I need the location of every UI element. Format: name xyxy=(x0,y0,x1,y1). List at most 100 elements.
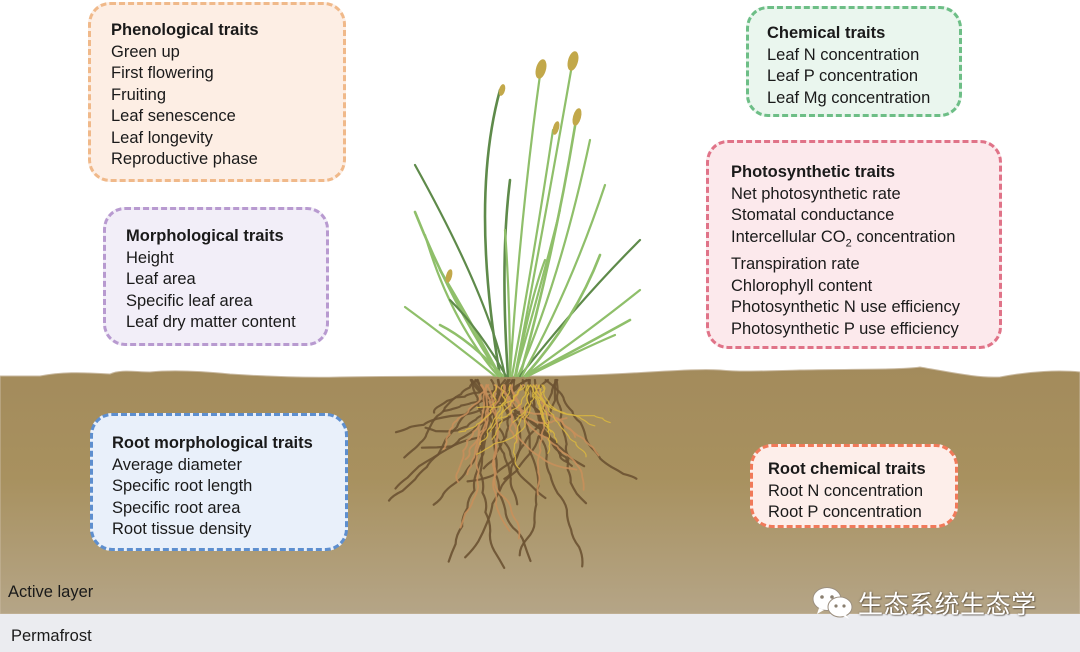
trait-item: Reproductive phase xyxy=(111,150,258,168)
grass-blade xyxy=(520,183,607,378)
trait-item: Average diameter xyxy=(112,455,242,474)
root-strand-light xyxy=(510,384,585,491)
permafrost-label: Permafrost xyxy=(11,627,92,645)
trait-item: Leaf N concentration xyxy=(767,45,920,64)
root-strand-light xyxy=(484,384,511,532)
root-hair xyxy=(533,384,596,427)
trait-item: Photosynthetic N use efficiency xyxy=(731,298,960,317)
watermark-text: 生态系统生态学 xyxy=(858,590,1037,619)
trait-item: Green up xyxy=(111,42,180,61)
root-morphological-traits-box: Root morphological traits Average diamet… xyxy=(90,413,348,551)
grass-blade xyxy=(413,163,507,378)
phenological-traits-box: Phenological traits Green up First flowe… xyxy=(88,2,346,182)
root-hair xyxy=(529,384,552,433)
grass-blade xyxy=(413,210,502,378)
active-layer-label: Active layer xyxy=(8,583,94,601)
root-hair xyxy=(458,384,498,433)
seed-head xyxy=(535,59,547,79)
seed-head xyxy=(567,51,579,71)
box-title: Phenological traits xyxy=(111,21,259,39)
trait-item: Specific leaf area xyxy=(126,291,253,310)
trait-item: Leaf P concentration xyxy=(767,67,919,85)
root-strand-light xyxy=(455,384,498,483)
trait-item: Specific root area xyxy=(112,498,241,517)
grass-blade xyxy=(503,228,512,378)
trait-item: Leaf area xyxy=(126,270,196,288)
root-hair xyxy=(534,384,587,458)
trait-item: Photosynthetic P use efficiency xyxy=(731,319,959,338)
seed-head xyxy=(445,269,453,283)
grass-blade xyxy=(516,138,592,378)
grass-blade xyxy=(508,73,542,378)
grass-blade xyxy=(523,253,602,378)
trait-item: Fruiting xyxy=(111,85,167,104)
plant-seed-heads xyxy=(445,51,582,283)
trait-item: Leaf dry matter content xyxy=(126,313,296,331)
trait-item: Net photosynthetic rate xyxy=(731,184,901,203)
seed-head xyxy=(572,108,582,126)
trait-item: Specific root length xyxy=(112,477,253,495)
box-title: Morphological traits xyxy=(126,227,284,245)
root-strand xyxy=(432,378,516,414)
root-hair xyxy=(476,384,531,455)
trait-item: Leaf longevity xyxy=(111,128,213,147)
root-hair xyxy=(476,384,526,409)
trait-item: Root P concentration xyxy=(768,503,922,521)
root-strand xyxy=(424,378,511,433)
root-strand-light xyxy=(486,384,521,540)
root-hair xyxy=(489,384,522,433)
root-strand-light xyxy=(502,384,578,471)
seed-head xyxy=(552,121,560,135)
grass-blade xyxy=(438,323,505,378)
trait-item: Root N concentration xyxy=(768,481,924,500)
box-title: Root chemical traits xyxy=(768,460,926,478)
root-strand xyxy=(544,378,638,480)
root-hair xyxy=(479,384,506,446)
photosynthetic-traits-box: Photosynthetic traits Net photosynthetic… xyxy=(706,140,1002,349)
seed-head xyxy=(498,84,506,96)
wechat-icon xyxy=(812,587,853,619)
grass-blade xyxy=(514,258,547,378)
grass-blade xyxy=(523,288,642,378)
box-title: Photosynthetic traits xyxy=(731,163,896,181)
root-hair xyxy=(537,384,549,433)
grass-blade xyxy=(503,178,512,378)
grass-blade xyxy=(524,318,632,378)
root-chemical-traits-box: Root chemical traits Root N concentratio… xyxy=(750,444,958,528)
root-strand xyxy=(442,378,530,413)
morphological-traits-box: Morphological traits Height Leaf area Sp… xyxy=(103,207,329,346)
trait-item-co2: Intercellular CO2 concentration xyxy=(731,227,999,255)
root-strand xyxy=(518,378,540,557)
grass-blade xyxy=(423,233,500,378)
root-strand xyxy=(532,378,584,568)
grass-blade xyxy=(518,118,578,378)
chemical-traits-box: Chemical traits Leaf N concentration Lea… xyxy=(746,6,962,117)
grass-blade xyxy=(403,305,497,378)
grass-blade xyxy=(448,298,508,378)
root-strand xyxy=(555,378,588,505)
root-strand-light xyxy=(442,384,490,451)
trait-item: Chlorophyll content xyxy=(731,276,873,295)
trait-item: Transpiration rate xyxy=(731,255,860,274)
root-strand-light xyxy=(459,384,490,529)
root-hair xyxy=(491,384,511,440)
root-strand-light xyxy=(466,384,486,476)
root-strand-light xyxy=(464,384,506,461)
permafrost-layer xyxy=(0,614,1080,652)
trait-item: Height xyxy=(126,248,174,267)
trait-item: Stomatal conductance xyxy=(731,206,895,224)
box-title: Chemical traits xyxy=(767,24,886,42)
root-strand xyxy=(403,378,479,459)
grass-blade xyxy=(513,63,574,378)
trait-item: Leaf Mg concentration xyxy=(767,88,931,107)
box-title: Root morphological traits xyxy=(112,434,313,452)
co2-subscript: 2 xyxy=(845,236,852,249)
watermark: 生态系统生态学 xyxy=(812,585,1037,621)
grass-blade xyxy=(518,238,642,378)
grass-blade xyxy=(510,128,555,378)
trait-item: Leaf senescence xyxy=(111,107,236,125)
trait-item: First flowering xyxy=(111,64,214,82)
trait-item: Root tissue density xyxy=(112,520,252,538)
co2-suffix: concentration xyxy=(851,227,956,246)
root-hair xyxy=(498,384,530,420)
